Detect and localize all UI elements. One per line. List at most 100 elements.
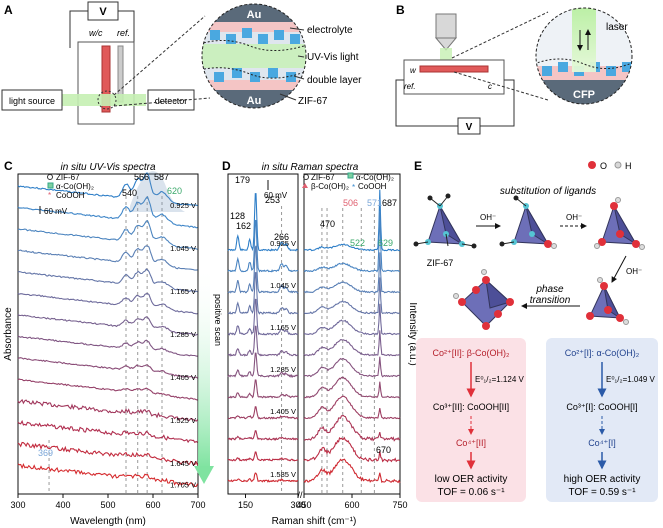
- panel-c-letter: C: [4, 159, 13, 173]
- raman-trace-left: [227, 193, 299, 252]
- potential-labels-d: 0.925 V1.045 V1.165 V1.285 V1.405 V1.585…: [270, 239, 296, 479]
- raman-trace-right: [303, 436, 401, 463]
- panel-e-letter: E: [414, 159, 422, 173]
- left-line1: Co²⁺[II]: β-Co(OH)₂: [433, 348, 510, 358]
- high-activity-box: [546, 338, 658, 502]
- peak-369: 369: [38, 448, 53, 458]
- peak-571: 571: [367, 198, 382, 208]
- light-beam: [62, 94, 146, 106]
- raman-trace-right: [303, 458, 401, 484]
- wc-label: w/c: [89, 28, 103, 38]
- potential-label: 1.045 V: [270, 281, 296, 290]
- guides-d: [281, 206, 375, 494]
- axis-break: //: [297, 490, 303, 500]
- peak-128: 128: [230, 211, 245, 221]
- oh-2: OH⁻: [566, 213, 582, 222]
- uvvis-trace: [17, 172, 198, 207]
- raman-trace-right: [303, 376, 401, 399]
- potential-label: 1.405 V: [170, 373, 196, 382]
- hydrogen-atom-legend: [614, 161, 622, 169]
- voltmeter-b-box: [457, 117, 481, 135]
- peak-687: 687: [382, 198, 397, 208]
- legend-c-star: *: [48, 191, 51, 200]
- potential-label: 1.705 V: [170, 481, 196, 490]
- panel-c: C in situ UV-Vis spectra Absorbance Wave…: [3, 159, 223, 527]
- left-line2: Co³⁺[II]: CoOOH[II]: [433, 402, 509, 412]
- light-source-box: [1, 89, 63, 111]
- potential-label: 1.165 V: [270, 323, 296, 332]
- scale-d: 60 mV: [264, 191, 288, 200]
- au-bottom-label: Au: [247, 95, 262, 107]
- cfp-strip: [419, 65, 489, 73]
- right-line1: Co²⁺[I]: α-Co(OH)₂: [565, 348, 640, 358]
- raman-trace-left: [227, 219, 299, 273]
- potential-labels-c: 0.925 V1.045 V1.165 V1.285 V1.405 V1.525…: [170, 201, 196, 490]
- electrolyte-label: electrolyte: [307, 25, 353, 36]
- left-line3: Co⁴⁺[II]: [456, 438, 486, 448]
- objective-lens: [435, 13, 457, 39]
- peak-162: 162: [236, 221, 251, 231]
- panel-b: B w ref. c V laser CFP: [395, 3, 633, 135]
- raman-trace-left: [227, 472, 299, 483]
- oh-3: OH⁻: [626, 267, 642, 276]
- potential-label: 1.585 V: [270, 470, 296, 479]
- x-tick-label: 300: [10, 500, 25, 510]
- peak-470: 470: [320, 219, 335, 229]
- peak-shading: [130, 171, 185, 212]
- uvvis-trace: [17, 245, 198, 271]
- x-axis-label-c: Wavelength (nm): [70, 516, 146, 527]
- uvvis-trace: [17, 268, 198, 293]
- raman-trace-right: [303, 303, 401, 336]
- peak-670: 670: [376, 445, 391, 455]
- peak-540: 540: [122, 188, 137, 198]
- uvvis-trace: [17, 462, 199, 488]
- raman-trace-right: [303, 414, 401, 442]
- w-label-b: w: [410, 66, 417, 75]
- uv-vis-label: UV-Vis light: [307, 52, 359, 63]
- left-activity: low OER activity: [435, 474, 508, 485]
- raman-trace-left: [227, 379, 299, 399]
- low-activity-box: [416, 338, 526, 502]
- octahedron: [453, 269, 514, 330]
- x-tick-label: 150: [238, 500, 253, 510]
- raman-trace-left: [227, 325, 299, 357]
- left-tof: TOF = 0.06 s⁻¹: [437, 487, 505, 498]
- panel-e: E O H substitution of ligands ZIF-67 OH⁻: [413, 159, 658, 502]
- x-tick-label: 700: [190, 500, 205, 510]
- right-activity: high OER activity: [564, 474, 641, 485]
- legend-d-cooh: CoOOH: [358, 182, 387, 191]
- x-tick-label: 600: [145, 500, 160, 510]
- legend-d-star: *: [352, 183, 355, 192]
- potential-label: 1.285 V: [270, 365, 296, 374]
- raman-trace-right: [303, 277, 401, 315]
- uvvis-trace: [17, 196, 198, 229]
- laser-label: laser: [606, 22, 628, 33]
- c-label-b: c: [488, 82, 492, 91]
- uvvis-trace: [17, 378, 198, 401]
- uvvis-trace: [17, 419, 198, 444]
- substitution-label: substitution of ligands: [500, 186, 596, 197]
- peak-253: 253: [265, 195, 280, 205]
- panel-a-letter: A: [4, 3, 13, 17]
- double-layer-label: double layer: [307, 75, 362, 86]
- x-tick-label: 600: [344, 500, 359, 510]
- raman-trace-right: [303, 189, 401, 252]
- uvvis-trace: [17, 357, 198, 379]
- potential-label: 1.285 V: [170, 330, 196, 339]
- positive-scan-arrow: [198, 264, 210, 468]
- peak-587: 587: [154, 172, 169, 182]
- x-axis-label-d: Raman shift (cm⁻¹): [272, 516, 357, 527]
- raman-trace-left: [227, 352, 299, 379]
- potential-label: 1.045 V: [170, 244, 196, 253]
- light-source-label: light source: [9, 96, 55, 106]
- panel-d-letter: D: [222, 159, 231, 173]
- voltmeter-b-label: V: [466, 122, 473, 133]
- uvvis-trace: [17, 220, 198, 250]
- positive-scan-arrowhead: [194, 466, 214, 484]
- uvvis-trace: [17, 398, 198, 422]
- x-tick-label: 750: [392, 500, 407, 510]
- panel-b-letter: B: [396, 3, 405, 17]
- tetrahedron-oh: [586, 277, 629, 325]
- peak-522: 522: [350, 238, 365, 248]
